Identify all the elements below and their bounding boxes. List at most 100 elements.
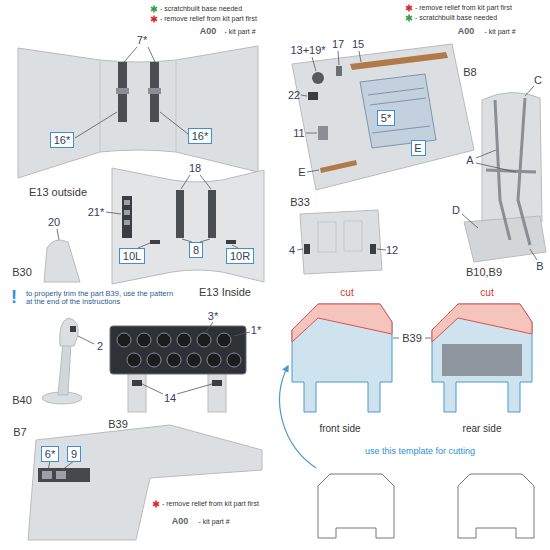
cutting-template — [458, 474, 534, 538]
part-b40 — [58, 342, 71, 395]
part-e13-inside — [226, 240, 236, 244]
part-e13-outside — [176, 60, 177, 152]
leader-line — [393, 338, 399, 339]
leader-line — [124, 47, 137, 62]
part-number: E13 Inside — [199, 286, 251, 298]
callout-box: 16* — [188, 128, 212, 144]
part-number: B10,B9 — [466, 266, 502, 278]
callout-letter: D — [452, 204, 460, 216]
callout-box: 16* — [50, 132, 74, 148]
part-b39-rear — [432, 304, 532, 412]
part-b39-panel — [197, 333, 211, 347]
legend-text: - remove relief from kit part first — [162, 500, 259, 508]
part-b39-panel — [117, 333, 241, 367]
part-e13-inside — [150, 240, 160, 244]
part-b39-panel — [110, 326, 246, 412]
part-b33 — [300, 210, 382, 274]
callout-number: 13+19* — [290, 44, 325, 56]
part-b39-panel — [157, 333, 171, 347]
leader-line — [462, 214, 478, 228]
callout-number: 16* — [192, 130, 209, 142]
callout-box: 9 — [67, 446, 81, 462]
template-note: use this template for cutting — [365, 447, 475, 457]
leader-line — [301, 95, 307, 96]
asterisk-swatch — [405, 4, 413, 12]
asterisk-stroke — [151, 7, 157, 11]
callout-number: 18 — [189, 162, 201, 174]
callout-number: 10R — [230, 250, 250, 262]
leader-line — [200, 175, 211, 189]
asterisk-swatch — [150, 15, 158, 23]
part-b39-panel — [167, 353, 181, 367]
part-b8 — [292, 44, 474, 190]
part-e13-inside — [122, 196, 132, 238]
callout-number: 1* — [251, 324, 261, 336]
part-b8 — [350, 52, 448, 70]
part-b39-panel — [227, 353, 241, 367]
part-b8 — [360, 74, 436, 148]
part-b8 — [372, 126, 430, 133]
legend-text: - remove relief from kit part first — [160, 15, 257, 23]
part-b39-panel — [147, 353, 161, 367]
callout-box: 8 — [189, 242, 203, 258]
leader-line — [48, 322, 250, 470]
part-number: B33 — [290, 196, 310, 208]
callout-box: 10L — [119, 248, 145, 264]
asterisk-stroke — [406, 16, 412, 20]
part-b8 — [308, 92, 318, 100]
leader-line — [297, 249, 303, 250]
part-e13-outside — [18, 46, 258, 178]
asterisk-stroke — [151, 17, 157, 21]
callout-number: 16* — [54, 134, 71, 146]
part-number: B39 — [108, 418, 128, 430]
leader-line — [148, 47, 155, 62]
legend-note: - kit part # — [484, 28, 515, 36]
part-b39-panel — [207, 353, 221, 367]
callout-letter: A — [466, 154, 473, 166]
part-b30 — [44, 240, 80, 282]
leader-line — [476, 163, 516, 172]
part-e13-outside — [116, 88, 129, 94]
callout-number: E — [298, 166, 305, 178]
side-label: front side — [319, 423, 360, 434]
asterisk-stroke — [153, 502, 159, 506]
callout-number: 14 — [164, 392, 176, 404]
asterisk-swatch — [405, 14, 413, 22]
leader-line — [476, 150, 496, 158]
part-number: B30 — [12, 266, 32, 278]
part-b39-rear — [432, 304, 532, 412]
part-number: B39 — [402, 332, 422, 344]
part-b7 — [28, 425, 262, 540]
part-b7 — [38, 468, 90, 482]
part-number: E13 outside — [29, 186, 87, 198]
asterisk-stroke — [406, 16, 412, 20]
part-b39-front — [292, 304, 392, 412]
pointer-arrow — [280, 366, 316, 468]
callout-box: 10R — [226, 248, 254, 264]
part-e13-outside — [18, 46, 258, 178]
legend-entry: - remove relief from kit part first — [152, 500, 259, 508]
part-b8 — [318, 126, 328, 140]
leader-line — [106, 212, 121, 214]
part-b39-rear — [442, 344, 522, 376]
leader-line — [530, 249, 537, 260]
asterisk-stroke — [151, 17, 157, 21]
trim-note: to properly trim the part B39, use the p… — [26, 290, 176, 307]
leader-line — [307, 170, 319, 172]
callout-box: 6* — [41, 446, 59, 462]
callout-letter: B — [536, 260, 543, 272]
asterisk-stroke — [406, 6, 412, 10]
part-b39-panel — [128, 372, 146, 412]
part-b39-panel — [187, 353, 201, 367]
callout-letter: C — [534, 74, 542, 86]
callout-number: 4 — [289, 244, 295, 256]
part-b39-rear — [432, 304, 532, 342]
callout-number: 17 — [332, 38, 344, 50]
leader-line — [48, 461, 50, 470]
leader-line — [306, 133, 317, 134]
cut-label: cut — [340, 287, 353, 298]
leader-line — [338, 51, 339, 65]
part-b40 — [60, 318, 79, 346]
part-b33 — [370, 244, 376, 254]
